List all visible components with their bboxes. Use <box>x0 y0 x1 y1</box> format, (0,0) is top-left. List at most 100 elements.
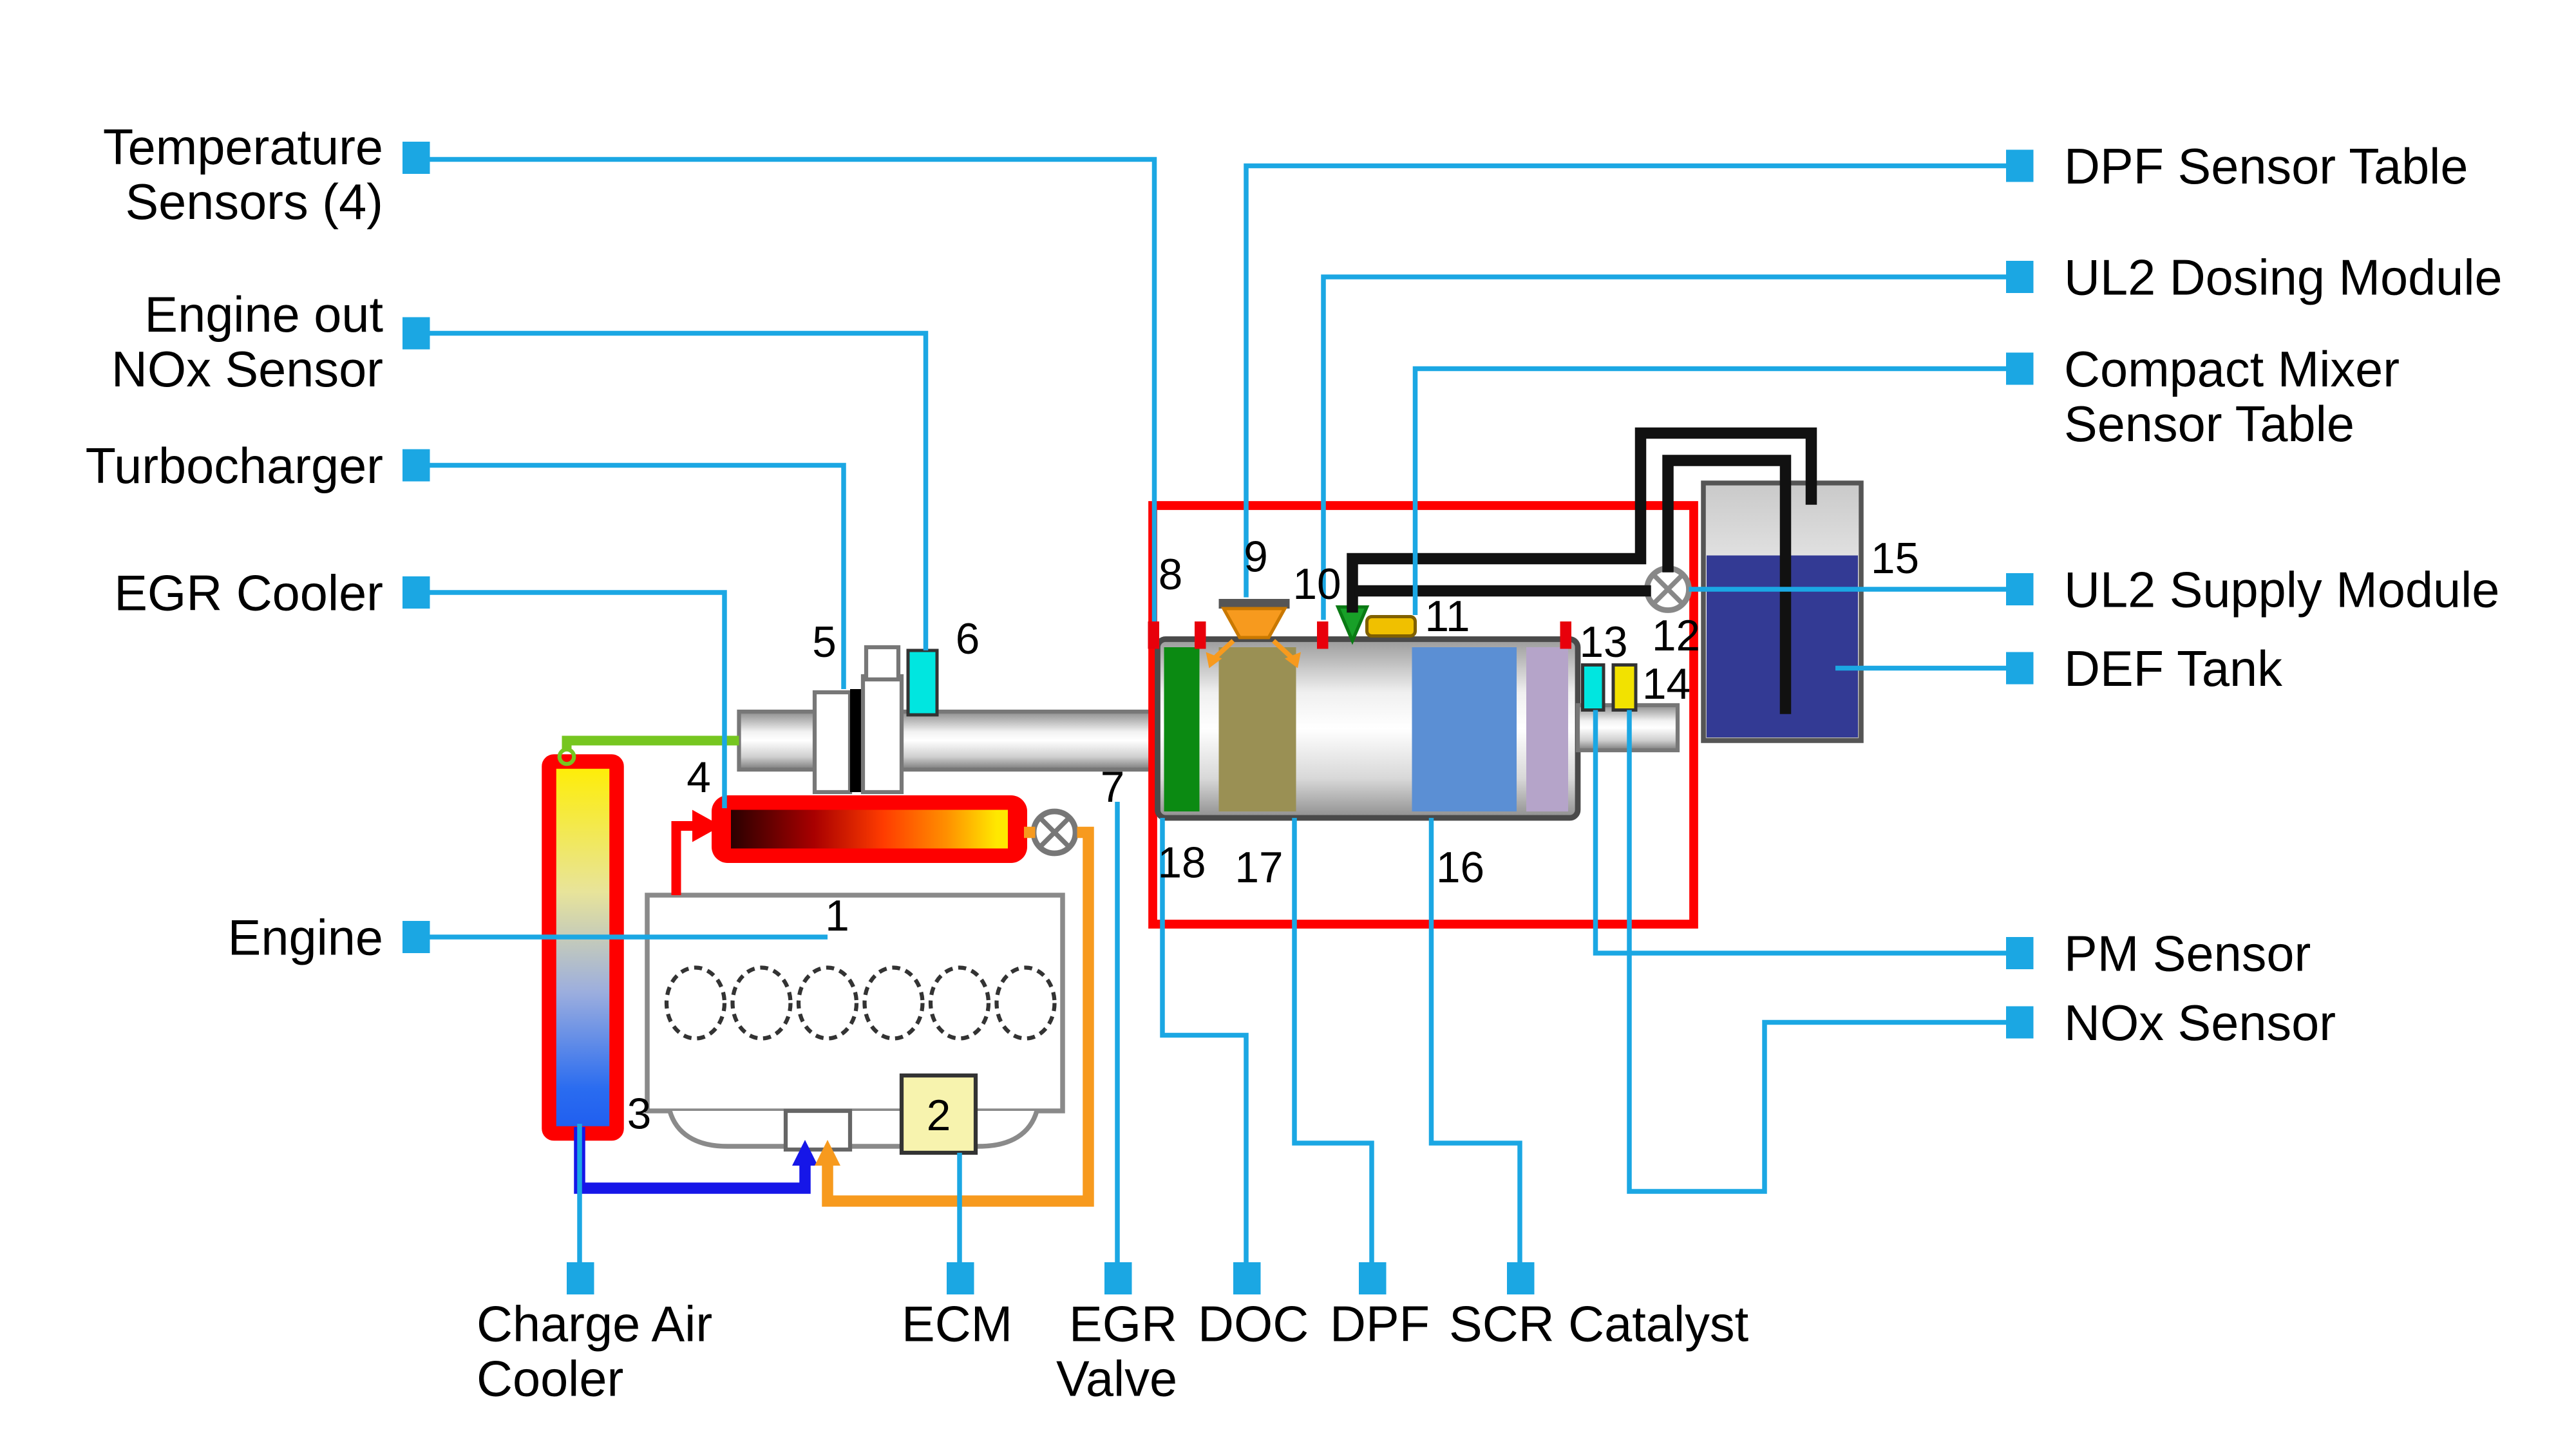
num-pm-probe: 13 <box>1579 618 1627 667</box>
label-doc: DOC <box>1198 1297 1309 1352</box>
num-charge-air-cooler: 3 <box>627 1090 652 1139</box>
marker-engine <box>402 921 430 953</box>
ul2-supply-module-pump <box>1644 565 1692 613</box>
label-temperature-sensors: Temperature <box>103 120 383 175</box>
marker-scr-catalyst <box>1507 1262 1535 1294</box>
cooled-air-arrow <box>792 1140 818 1166</box>
turbocharger-turbine <box>860 674 904 795</box>
def-return-hose <box>1347 427 1817 613</box>
label-charge-air-cooler-2: Cooler <box>477 1352 623 1407</box>
num-10: 10 <box>1293 560 1341 609</box>
egr-valve <box>1030 808 1079 857</box>
wire-temperature-sensors <box>422 156 1157 621</box>
num-mixer-sensor: 11 <box>1425 592 1470 641</box>
turbocharger-compressor <box>812 690 853 795</box>
egr-cooler-core <box>731 810 1008 849</box>
wire-engine-out-nox <box>428 330 929 650</box>
num-engine: 1 <box>825 892 849 940</box>
marker-charge-air-cooler <box>567 1262 594 1294</box>
marker-dpf-sensor-table <box>2006 149 2034 182</box>
engine-cylinders <box>664 965 1057 1041</box>
marker-egr-valve <box>1104 1262 1132 1294</box>
num-egr-cooler: 4 <box>687 753 711 802</box>
num-doc: 18 <box>1157 839 1206 887</box>
num-8: 8 <box>1159 551 1183 599</box>
marker-dpf <box>1359 1262 1387 1294</box>
wire-scr-catalyst <box>1428 818 1522 1262</box>
marker-turbocharger <box>402 449 430 482</box>
oil-pan <box>667 1110 1039 1149</box>
label-ul2-supply-module: UL2 Supply Module <box>2064 563 2499 618</box>
num-def-tank: 15 <box>1871 535 1919 583</box>
label-egr-cooler: EGR Cooler <box>114 566 383 621</box>
doser-injector <box>1206 599 1301 668</box>
num-turbocharger: 5 <box>812 618 837 667</box>
ecm-box <box>899 1073 978 1155</box>
callout-wires <box>422 156 2006 1262</box>
label-egr-valve-2: Valve <box>1056 1352 1177 1407</box>
charge-air-pipe-joint <box>557 747 576 766</box>
num-supply-module: 12 <box>1652 612 1700 660</box>
wire-dpf <box>1292 818 1374 1262</box>
marker-nox-sensor <box>2006 1006 2034 1039</box>
charge-air-cooler <box>542 754 624 1141</box>
marker-pm-sensor <box>2006 937 2034 969</box>
pm-sensor-probe <box>1581 663 1605 712</box>
wire-ul2-dosing-module <box>1321 274 2006 620</box>
wire-pm-sensor <box>1593 710 2006 956</box>
num-doser: 9 <box>1244 533 1268 582</box>
aftertreatment-group <box>1148 480 1864 929</box>
label-compact-mixer-2: Sensor Table <box>2064 397 2354 452</box>
wire-doc <box>1160 818 1249 1262</box>
charge-air-pipe <box>562 735 739 750</box>
marker-compact-mixer <box>2006 352 2034 385</box>
piping-group <box>557 735 1094 1207</box>
marker-doc <box>1233 1262 1261 1294</box>
wire-turbocharger <box>428 462 846 689</box>
num-scr: 16 <box>1436 844 1484 892</box>
nox-sensor-probe <box>1611 663 1638 712</box>
label-temperature-sensors-2: Sensors (4) <box>125 175 383 230</box>
num-ecm: 2 <box>927 1092 951 1140</box>
marker-ecm <box>947 1262 974 1294</box>
num-nox-probe: 14 <box>1642 660 1690 708</box>
doc-substrate <box>1164 647 1200 811</box>
def-hose-group <box>1347 427 1817 714</box>
marker-temperature-sensors <box>402 142 430 174</box>
egr-hot-pipe <box>671 821 696 895</box>
label-scr-catalyst: SCR Catalyst <box>1449 1297 1748 1352</box>
egr-hot-arrow <box>692 810 721 842</box>
engine-intake-block <box>783 1108 853 1152</box>
def-supply-hose <box>1354 455 1792 714</box>
wire-compact-mixer <box>1412 366 2006 615</box>
orange-control-line <box>822 826 1094 1207</box>
marker-egr-cooler <box>402 576 430 609</box>
marker-ul2-supply-module <box>2006 573 2034 605</box>
num-dpf: 17 <box>1235 844 1283 892</box>
num-engine-out-nox: 6 <box>956 615 980 663</box>
callout-markers <box>402 142 2034 1294</box>
label-def-tank: DEF Tank <box>2064 641 2282 697</box>
marker-engine-out-nox <box>402 317 430 350</box>
aftertreatment-outline-box <box>1148 501 1698 929</box>
callout-labels: Temperature Sensors (4) Engine out NOx S… <box>86 120 2503 1407</box>
label-ul2-dosing-module: UL2 Dosing Module <box>2064 251 2503 306</box>
label-dpf: DPF <box>1330 1297 1430 1352</box>
num-egr-valve: 7 <box>1101 763 1125 811</box>
wire-egr-cooler <box>428 590 727 808</box>
label-dpf-sensor-table: DPF Sensor Table <box>2064 139 2468 194</box>
marker-def-tank <box>2006 652 2034 685</box>
label-engine-out-nox: Engine out <box>144 287 383 343</box>
label-egr-valve: EGR <box>1069 1297 1177 1352</box>
engine-group <box>542 645 1155 1155</box>
orange-arrow <box>815 1140 840 1166</box>
dpf-substrate <box>1218 647 1296 811</box>
label-engine: Engine <box>228 911 383 966</box>
turbocharger-inlet-cap <box>864 645 901 682</box>
exhaust-pipe <box>737 709 1155 772</box>
part-numbers: 1 2 3 4 5 6 7 8 9 10 11 12 13 14 15 16 1… <box>627 533 1919 1141</box>
marker-ul2-dosing-module <box>2006 261 2034 293</box>
label-compact-mixer: Compact Mixer <box>2064 342 2400 397</box>
label-ecm: ECM <box>902 1297 1012 1352</box>
